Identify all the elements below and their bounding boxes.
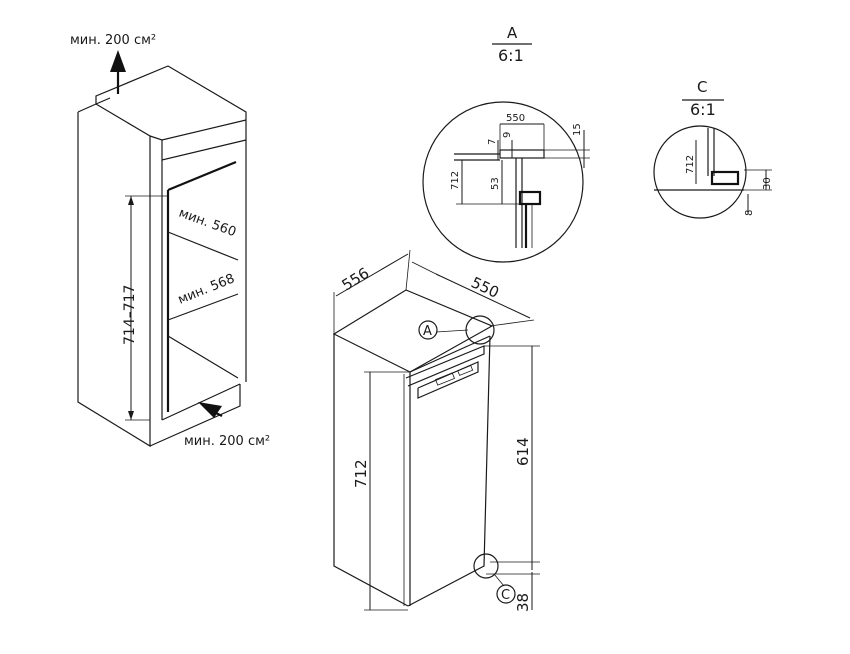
vent-bottom-arrow: [198, 402, 223, 418]
detail-a-dim-53: 53: [490, 177, 501, 190]
detail-c-scale: 6:1: [690, 100, 716, 119]
vent-top-label: мин. 200 см²: [70, 33, 156, 48]
niche-height-label: 714–717: [122, 285, 138, 345]
detail-c-dim-712: 712: [685, 155, 696, 174]
appliance-bottom-label: 38: [514, 593, 532, 612]
appliance-hinge-height-label: 614: [514, 437, 532, 466]
detail-a: [422, 43, 590, 263]
vent-top-arrow: [110, 50, 126, 94]
detail-a-letter: A: [507, 24, 518, 42]
niche-cabinet: [77, 65, 247, 448]
detail-c-dim-8: 8: [744, 210, 755, 216]
detail-c: [653, 99, 772, 219]
appliance-height-label: 712: [352, 459, 370, 488]
niche-depth-label: мин. 568: [176, 271, 237, 307]
callout-a-label: A: [423, 324, 432, 339]
detail-c-dim-30: 30: [762, 177, 773, 190]
detail-a-dim-712: 712: [450, 171, 461, 190]
appliance-width-label: 556: [339, 264, 373, 294]
callout-c-label: C: [501, 588, 510, 603]
detail-a-dim-7: 7: [487, 139, 498, 145]
detail-a-dim-15: 15: [572, 123, 583, 136]
vent-bottom-label: мин. 200 см²: [184, 434, 270, 449]
detail-a-dim-550: 550: [506, 113, 525, 124]
niche-width-label: мин. 560: [177, 206, 238, 241]
detail-c-letter: C: [697, 78, 707, 96]
detail-a-scale: 6:1: [498, 46, 524, 65]
detail-a-dim-9: 9: [502, 132, 513, 138]
appliance-body: [332, 249, 540, 611]
